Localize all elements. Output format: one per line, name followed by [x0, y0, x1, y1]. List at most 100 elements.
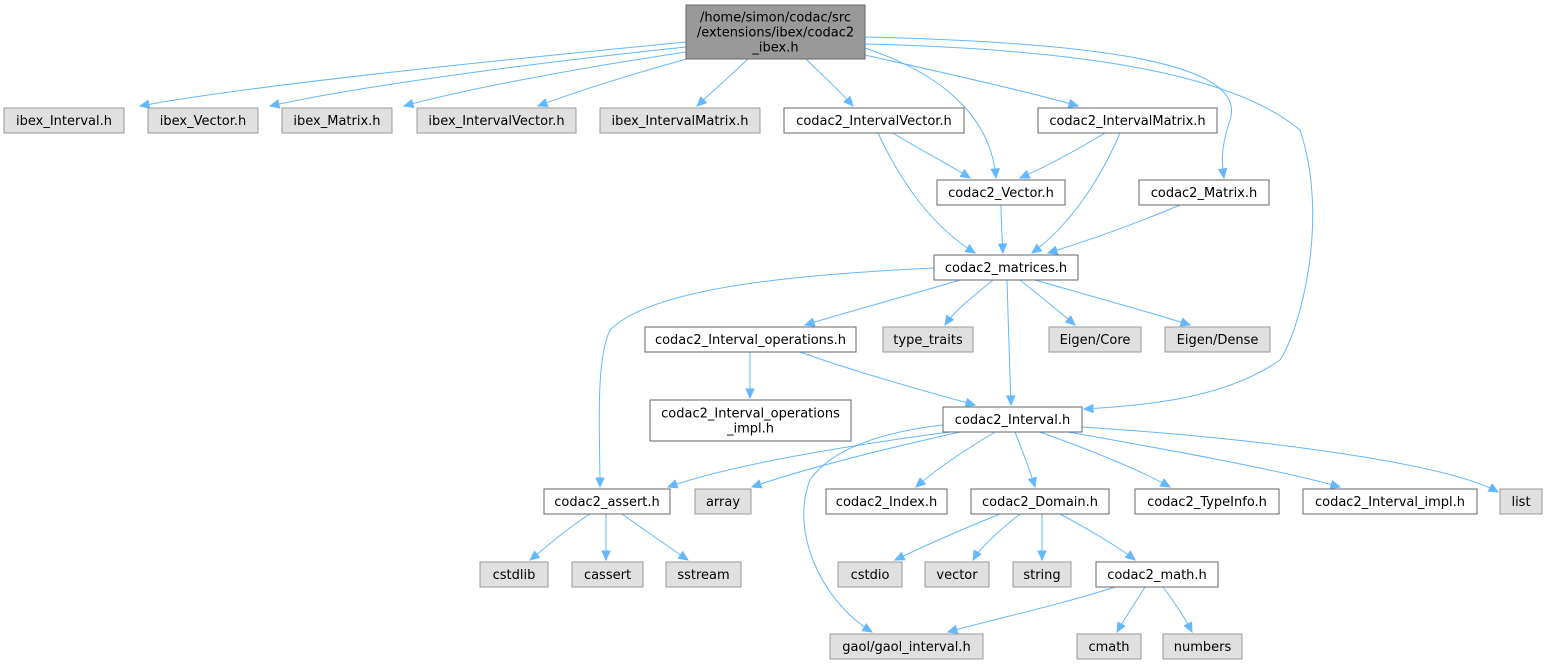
node-label: codac2_IntervalVector.h [796, 114, 952, 129]
node-label: codac2_Domain.h [982, 495, 1098, 510]
arrowhead [964, 243, 977, 254]
arrowhead [1082, 403, 1094, 414]
node-label: cassert [584, 568, 631, 583]
node-codac2-vector[interactable]: codac2_Vector.h [936, 179, 1066, 206]
node-box [1012, 561, 1072, 588]
arrowhead [990, 168, 1000, 180]
node-box [933, 254, 1079, 281]
arrowhead [536, 98, 549, 108]
arrowhead [696, 96, 708, 107]
arrowhead [1037, 550, 1047, 562]
edge-codac2_matrices-to-codac2_interval [1005, 279, 1016, 407]
node-label: /extensions/ibex/codac2 [697, 26, 854, 41]
edge-codac2_matrices-to-eigen_dense [1034, 279, 1192, 327]
edge-root-to-ibex_intervalmatrix [696, 58, 749, 107]
edge-codac2_domain-to-codac2_math [1059, 513, 1136, 561]
node-list: list [1499, 488, 1543, 515]
node-label: cmath [1088, 640, 1129, 655]
arrowhead [1183, 621, 1193, 634]
arrowhead [1217, 167, 1228, 180]
node-box [1164, 326, 1271, 353]
node-box [1302, 488, 1478, 515]
node-codac2-math[interactable]: codac2_math.h [1095, 561, 1219, 588]
edge-codac2_interval-to-gaol_interval [803, 424, 944, 633]
node-box [1095, 561, 1219, 588]
node-codac2-index[interactable]: codac2_Index.h [825, 488, 948, 515]
node-codac2-domain[interactable]: codac2_Domain.h [970, 488, 1110, 515]
node-label: list [1511, 495, 1530, 510]
edge-codac2_domain-to-cstdio [893, 513, 1001, 561]
node-ibex-intervalmatrix: ibex_IntervalMatrix.h [599, 107, 761, 134]
node-label: _ibex.h [751, 41, 798, 56]
node-codac2-matrix[interactable]: codac2_Matrix.h [1138, 179, 1270, 206]
edge-codac2_interval-to-codac2_index [915, 431, 996, 488]
edge-codac2_domain-to-string [1037, 513, 1047, 562]
node-label: codac2_Vector.h [948, 186, 1054, 201]
node-box [543, 488, 671, 515]
node-label: ibex_Interval.h [16, 114, 112, 129]
edge-root-to-ibex_interval [138, 41, 687, 109]
node-box [599, 107, 761, 134]
edge-codac2_interval-to-codac2_domain [1014, 431, 1037, 489]
node-label: cstdio [851, 568, 890, 583]
node-label: codac2_matrices.h [945, 261, 1067, 276]
edge-root-to-codac2_intervalmatrix [864, 54, 1080, 108]
arrowhead [268, 99, 281, 109]
node-label: codac2_math.h [1107, 568, 1207, 583]
edge-codac2_math-to-numbers [1162, 586, 1193, 634]
node-box [1162, 633, 1243, 660]
edge-codac2_domain-to-vector [972, 513, 1021, 562]
edge-root-to-codac2_intervalvector [805, 58, 854, 107]
node-codac2-interval[interactable]: codac2_Interval.h [942, 406, 1083, 433]
node-cstdlib: cstdlib [479, 561, 549, 588]
edge-root-to-codac2_matrix [864, 36, 1233, 180]
edge-root-to-ibex_matrix [402, 51, 687, 109]
node-box [665, 561, 742, 588]
arrowhead [964, 397, 977, 408]
edge-codac2_interval-to-list [1081, 426, 1500, 493]
node-box [837, 561, 903, 588]
node-box [571, 561, 644, 588]
node-box [882, 326, 974, 353]
edge-codac2_interval-to-array [750, 431, 961, 489]
node-root[interactable]: /home/simon/codac/src/extensions/ibex/co… [685, 4, 866, 60]
node-gaol-interval: gaol/gaol_interval.h [829, 633, 984, 660]
node-label: codac2_Interval_operations.h [655, 333, 846, 348]
node-box [936, 179, 1066, 206]
node-label: array [706, 495, 740, 510]
arrowhead [595, 477, 605, 489]
node-codac2-typeinfo[interactable]: codac2_TypeInfo.h [1134, 488, 1280, 515]
arrowhead [1159, 478, 1172, 488]
node-box [479, 561, 549, 588]
node-box [644, 326, 857, 353]
node-box [942, 406, 1083, 433]
node-codac2-intervalvector[interactable]: codac2_IntervalVector.h [783, 107, 965, 134]
node-vector: vector [924, 561, 990, 588]
arrowhead [1064, 315, 1076, 326]
arrowhead [972, 549, 982, 562]
node-box [147, 107, 259, 134]
edge-root-to-codac2_interval [864, 43, 1314, 414]
edge-codac2_matrix-to-codac2_matrices [1046, 204, 1181, 255]
nodes-layer: /home/simon/codac/src/extensions/ibex/co… [3, 4, 1543, 660]
node-box [970, 488, 1110, 515]
node-string: string [1012, 561, 1072, 588]
node-box [649, 399, 852, 442]
node-codac2-interval-operations[interactable]: codac2_Interval_operations.h [644, 326, 857, 353]
arrowhead [1487, 483, 1500, 493]
node-codac2-interval-impl[interactable]: codac2_Interval_impl.h [1302, 488, 1478, 515]
node-ibex-vector: ibex_Vector.h [147, 107, 259, 134]
arrowhead [750, 479, 763, 489]
node-codac2-matrices[interactable]: codac2_matrices.h [933, 254, 1079, 281]
arrowhead [1067, 98, 1080, 108]
node-label: ibex_Vector.h [160, 114, 246, 129]
node-codac2-interval-operations-impl[interactable]: codac2_Interval_operations_impl.h [649, 399, 852, 442]
node-box [829, 633, 984, 660]
node-codac2-intervalmatrix[interactable]: codac2_IntervalMatrix.h [1037, 107, 1218, 134]
node-codac2-assert[interactable]: codac2_assert.h [543, 488, 671, 515]
node-label: codac2_Interval_operations [661, 407, 840, 422]
node-label: codac2_Index.h [836, 495, 937, 510]
node-label: codac2_IntervalMatrix.h [1049, 114, 1205, 129]
node-label: sstream [677, 568, 729, 583]
